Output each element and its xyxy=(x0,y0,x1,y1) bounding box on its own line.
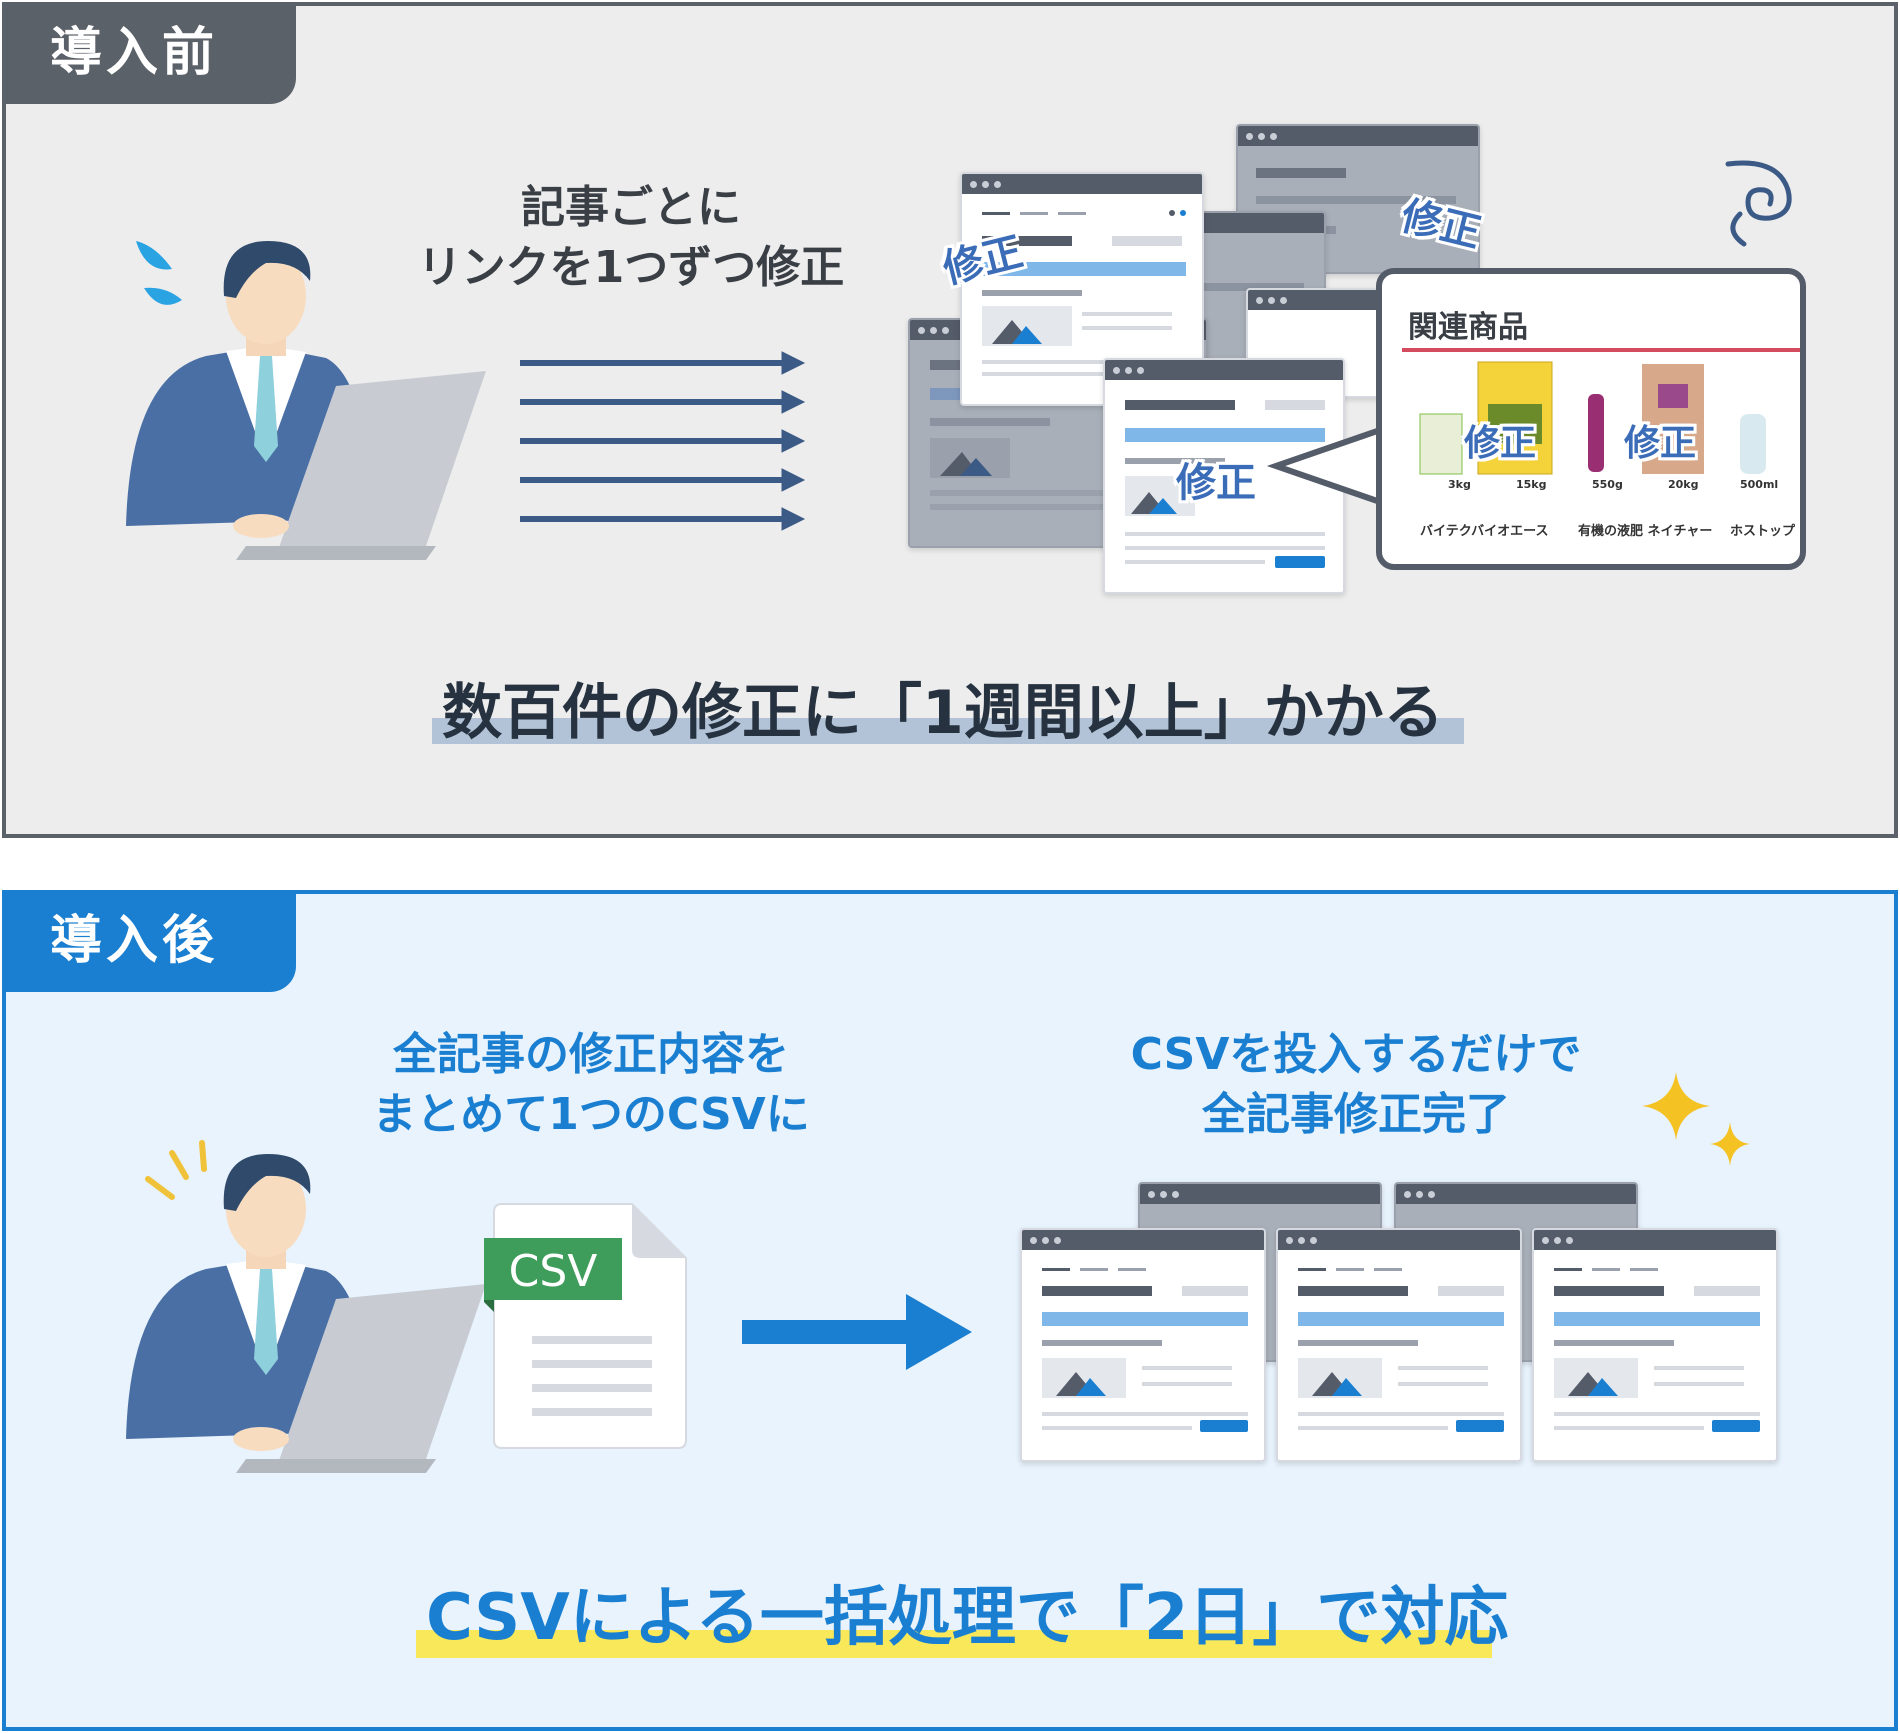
before-caption: 数百件の修正に「1週間以上」かかる xyxy=(442,678,1444,748)
after-panel: 導入後 全記事の修正内容を まとめて1つのCSVに CSV CSVを投入するだけ… xyxy=(2,890,1898,1731)
after-tab: 導入後 xyxy=(2,890,296,992)
csv-file-icon xyxy=(484,1203,687,1449)
updated-page-1 xyxy=(1020,1228,1266,1462)
instruction-line-1: 記事ごとに xyxy=(521,182,741,233)
article-page-back-1 xyxy=(1236,124,1480,274)
caption-highlight-before xyxy=(432,718,1464,744)
result-line-2: 全記事修正完了 xyxy=(1202,1089,1510,1140)
product-name-1: バイテクバイオエース xyxy=(1420,524,1549,539)
edit-stamp-5: 修正 xyxy=(1624,423,1697,464)
after-caption: CSVによる一括処理で「2日」で対応 xyxy=(426,1581,1509,1655)
stress-swirl-icon xyxy=(1725,160,1792,247)
product-name-5: ホストップ xyxy=(1730,524,1796,539)
sparkle-icon xyxy=(1642,1072,1750,1166)
article-page-front-1 xyxy=(960,172,1204,406)
edit-stamp-3: 修正 xyxy=(1176,460,1256,506)
worried-person-illustration xyxy=(126,241,486,560)
before-tab: 導入前 xyxy=(2,2,296,104)
csv-step-line-1: 全記事の修正内容を xyxy=(393,1029,789,1080)
caption-highlight-after xyxy=(416,1630,1492,1658)
popup-title: 関連商品 xyxy=(1408,310,1528,345)
product-size-4: 20kg xyxy=(1668,478,1699,491)
product-name-3: 有機の液肥 ネイチャー xyxy=(1578,524,1713,539)
updated-page-2 xyxy=(1276,1228,1522,1462)
csv-step-line-2: まとめて1つのCSVに xyxy=(372,1089,810,1140)
process-arrow xyxy=(742,1294,972,1370)
edit-stamp-4: 修正 xyxy=(1464,423,1537,464)
relieved-person-illustration xyxy=(126,1140,486,1473)
product-size-2: 15kg xyxy=(1516,478,1547,491)
instruction-line-2: リンクを1つずつ修正 xyxy=(417,242,845,293)
repeated-arrows xyxy=(520,351,806,531)
before-panel: 導入前 記事ごとに リンクを1つずつ修正 xyxy=(2,2,1898,838)
popup-divider xyxy=(1402,348,1800,352)
result-line-1: CSVを投入するだけで xyxy=(1130,1029,1582,1080)
product-size-3: 550g xyxy=(1592,478,1623,491)
product-images xyxy=(1419,361,1766,475)
csv-file-label: CSV xyxy=(508,1246,598,1297)
updated-page-3 xyxy=(1532,1228,1778,1462)
product-size-5: 500ml xyxy=(1740,478,1779,491)
product-size-1: 3kg xyxy=(1448,478,1471,491)
related-products-popup: 関連商品 3kg 15kg 550g 20kg 500ml バイテクバイオエース… xyxy=(1376,268,1806,570)
